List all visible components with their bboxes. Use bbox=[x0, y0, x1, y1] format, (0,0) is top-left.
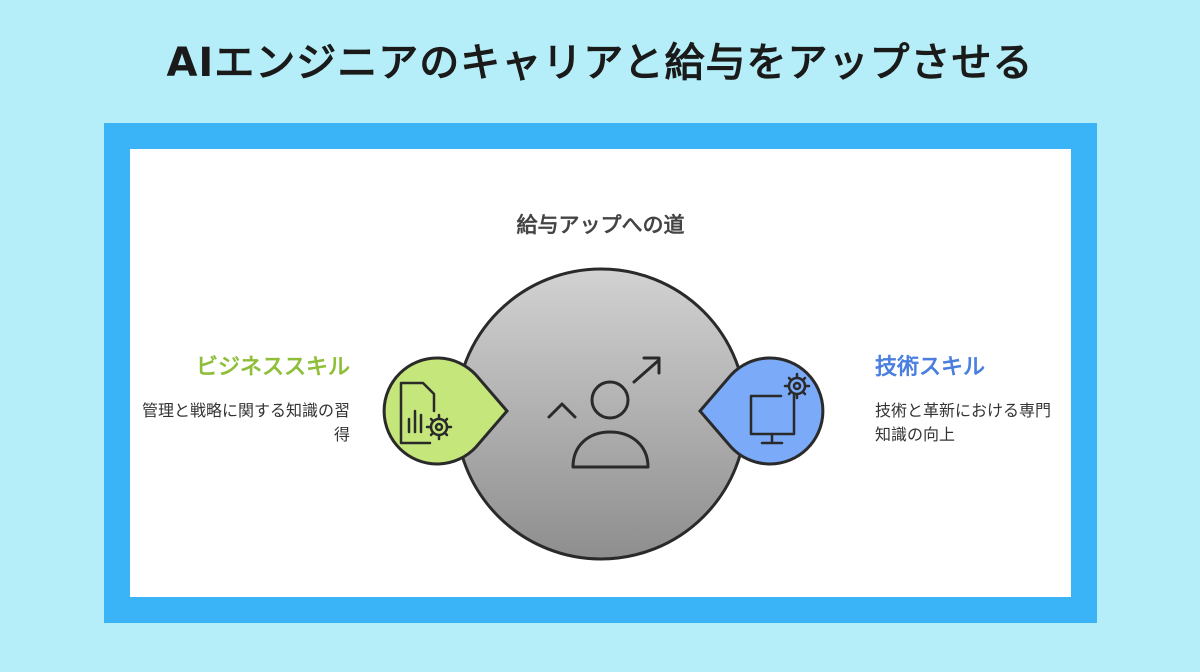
chart-gear-icon bbox=[399, 381, 453, 445]
page-title: AIエンジニアのキャリアと給与をアップさせる bbox=[166, 40, 1034, 86]
business-skill-title: ビジネススキル bbox=[195, 355, 350, 380]
person-growth-icon bbox=[547, 356, 661, 469]
left-teardrop bbox=[382, 356, 509, 466]
technical-skill-title: 技術スキル bbox=[875, 355, 986, 380]
diagram-graphic bbox=[382, 267, 825, 561]
business-skill-description: 管理と戦略に関する知識の習得 bbox=[141, 401, 350, 444]
diagram-frame: 給与アップへの道 bbox=[104, 123, 1097, 623]
technical-skill-description: 技術と革新における専門知識の向上 bbox=[875, 401, 1052, 444]
diagram-subtitle: 給与アップへの道 bbox=[516, 213, 685, 237]
right-teardrop bbox=[698, 356, 825, 466]
monitor-gear-icon bbox=[749, 372, 811, 445]
diagram-panel: 給与アップへの道 bbox=[130, 149, 1071, 597]
